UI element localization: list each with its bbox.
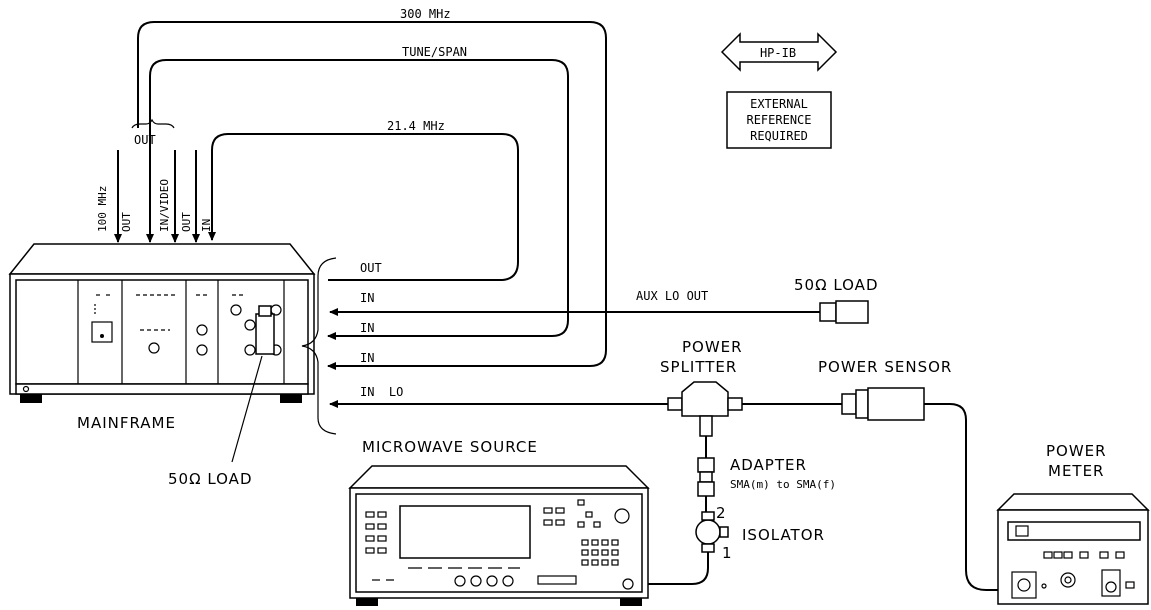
label-out2: OUT <box>180 212 193 232</box>
load-top-attached <box>255 305 275 355</box>
port-label-3: IN <box>360 351 374 365</box>
cable-tune-span <box>149 59 569 340</box>
mainframe-label: MAINFRAME <box>77 414 176 432</box>
power-meter-label-2: METER <box>1048 462 1104 480</box>
cable-isolator-source <box>634 552 709 585</box>
port-label-1: IN <box>360 291 374 305</box>
cable-21-4mhz <box>208 133 519 281</box>
label-in2: IN <box>200 219 213 232</box>
load-bottom-label: 50Ω LOAD <box>168 470 253 488</box>
module-port-brace <box>301 257 337 435</box>
mainframe-top-arrows <box>114 128 200 243</box>
adapter <box>697 457 715 497</box>
load-aux <box>819 300 869 324</box>
microwave-source-label: MICROWAVE SOURCE <box>362 438 538 456</box>
label-100mhz-out: OUT <box>120 212 133 232</box>
isolator-label: ISOLATOR <box>742 526 825 544</box>
cable-sensor-meter <box>924 403 1014 591</box>
adapter-sublabel: SMA(m) to SMA(f) <box>730 478 836 491</box>
power-meter-label-1: POWER <box>1046 442 1107 460</box>
note-line-1: EXTERNAL <box>750 97 808 111</box>
label-aux-lo-out: AUX LO OUT <box>636 289 708 303</box>
power-sensor-label: POWER SENSOR <box>818 358 952 376</box>
external-reference-note: EXTERNAL REFERENCE REQUIRED <box>726 91 832 149</box>
load-leader-line <box>231 355 263 463</box>
label-tune-span: TUNE/SPAN <box>402 45 467 59</box>
port-label-0: OUT <box>360 261 382 275</box>
adapter-label: ADAPTER <box>730 456 807 474</box>
note-line-3: REQUIRED <box>750 129 808 143</box>
hpib-label: HP-IB <box>760 46 796 60</box>
cable-out-bracket <box>131 118 175 129</box>
splitter-label-2: SPLITTER <box>660 358 737 376</box>
label-300mhz: 300 MHz <box>400 7 451 21</box>
label-100mhz: 100 MHz <box>96 186 109 232</box>
splitter-label-1: POWER <box>682 338 743 356</box>
isolator-port1: 1 <box>722 544 733 562</box>
cable-300mhz <box>137 21 607 370</box>
load-top-label: 50Ω LOAD <box>794 276 879 294</box>
port-label-4: IN LO <box>360 385 403 399</box>
label-in-video: IN/VIDEO <box>158 179 171 232</box>
power-sensor <box>841 387 925 421</box>
note-line-2: REFERENCE <box>746 113 811 127</box>
label-21-4mhz: 21.4 MHz <box>387 119 445 133</box>
port-label-2: IN <box>360 321 374 335</box>
label-out-group: OUT <box>134 133 156 147</box>
hpib-arrow: HP-IB <box>720 32 838 72</box>
power-meter <box>996 493 1150 605</box>
isolator <box>695 511 729 553</box>
power-splitter <box>667 381 743 437</box>
isolator-port2: 2 <box>716 504 727 522</box>
microwave-source <box>348 465 650 606</box>
